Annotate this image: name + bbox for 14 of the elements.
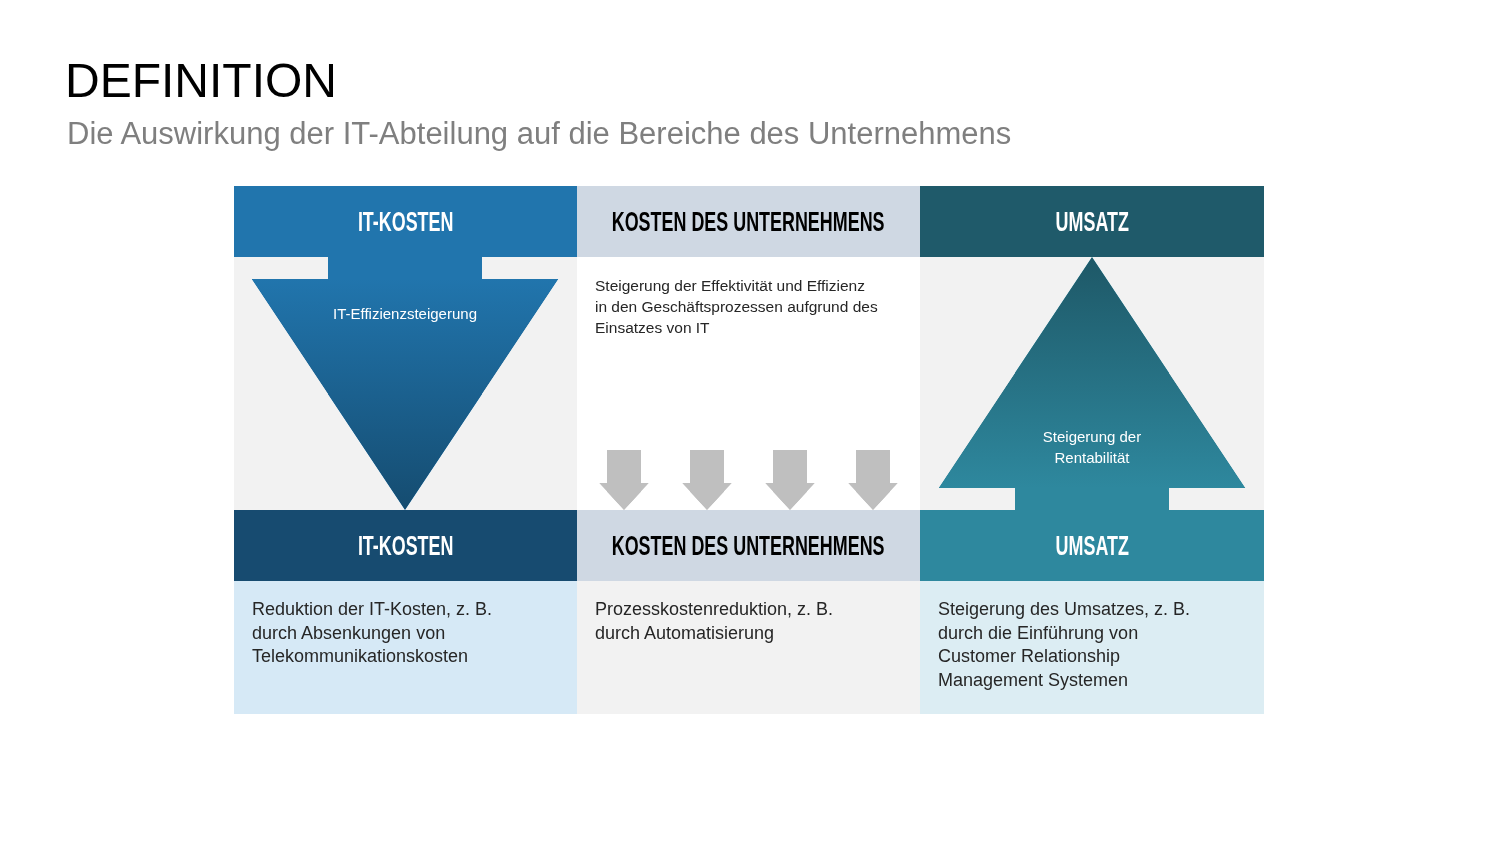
description-panel: Steigerung des Umsatzes, z. B. durch die Einführung von Customer Relationship Management Systemen bbox=[920, 581, 1264, 714]
edge-label: IT-Effizienzsteigerung bbox=[332, 304, 478, 324]
description-text: Steigerung der Effektivität und Effizienz in den Geschäftsprozessen aufgrund des Einsatzes von IT bbox=[595, 275, 880, 338]
subtitle: Die Auswirkung der IT-Abteilung auf die Bereiche des Unternehmens bbox=[67, 116, 1012, 152]
title: DEFINITION bbox=[65, 53, 337, 108]
column-header: UMSATZ bbox=[920, 186, 1264, 257]
description-panel: Reduktion der IT-Kosten, z. B. durch Absenkungen von Telekommunikationskosten bbox=[234, 581, 577, 714]
column-header: IT-KOSTEN bbox=[234, 186, 577, 257]
column-header: IT-KOSTEN bbox=[234, 510, 577, 581]
column-header: KOSTEN DES UNTERNEHMENS bbox=[577, 510, 920, 581]
column-header: UMSATZ bbox=[920, 510, 1264, 581]
column-header: KOSTEN DES UNTERNEHMENS bbox=[577, 186, 920, 257]
description-panel: Prozesskostenreduktion, z. B. durch Automatisierung bbox=[577, 581, 920, 714]
edge-label: Steigerung der Rentabilität bbox=[1041, 427, 1143, 468]
